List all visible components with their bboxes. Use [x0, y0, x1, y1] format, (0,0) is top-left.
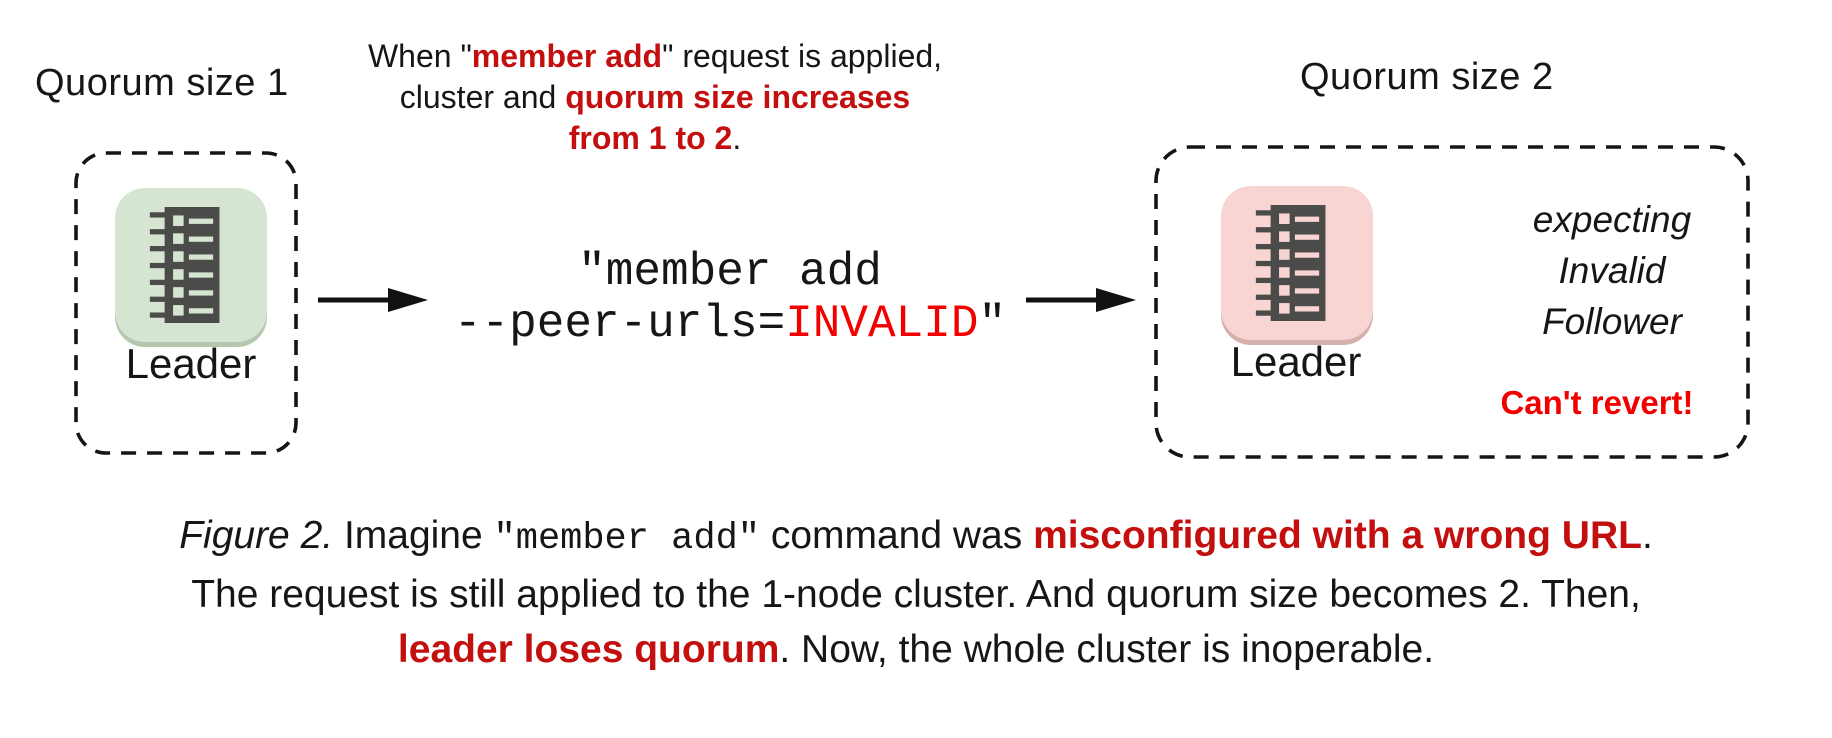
member-add-annotation: When "member add" request is applied, cl…: [330, 36, 980, 159]
command-quote: ": [978, 298, 1007, 350]
annotation-highlight: quorum size increases: [565, 79, 911, 115]
caption-code: "member add": [493, 518, 760, 560]
expecting-line: Invalid: [1558, 250, 1666, 291]
annotation-text: " request is applied,: [662, 38, 943, 74]
command-line-1: "member add: [578, 246, 882, 298]
leader-node-right: [1221, 186, 1373, 340]
caption-line-1: Figure 2. Imagine "member add" command w…: [0, 508, 1832, 567]
caption-text: . Now, the whole cluster is inoperable.: [779, 628, 1435, 671]
caption-text: Imagine: [333, 514, 494, 557]
dashed-border: [74, 151, 298, 455]
expecting-follower-text: expecting Invalid Follower: [1462, 194, 1762, 347]
log-list-icon: [149, 207, 220, 323]
dashed-border: [1154, 145, 1750, 459]
annotation-highlight: member add: [471, 38, 663, 74]
invalid-url-highlight: INVALID: [785, 298, 979, 350]
leader-node-left: [115, 188, 267, 342]
caption-highlight: leader loses quorum: [397, 628, 780, 671]
figure-label: Figure 2.: [179, 514, 334, 557]
annotation-text: .: [732, 120, 742, 156]
member-add-command: "member add --peer-urls=INVALID": [430, 246, 1030, 350]
caption-line-2: The request is still applied to the 1-no…: [191, 573, 1641, 616]
annotation-highlight: from 1 to 2: [568, 120, 733, 156]
right-cluster-title: Quorum size 2: [1300, 56, 1554, 98]
figure-caption: Figure 2. Imagine "member add" command w…: [0, 508, 1832, 677]
annotation-text: cluster and: [399, 79, 566, 115]
caption-text: command was: [759, 514, 1034, 557]
cant-revert-warning: Can't revert!: [1500, 384, 1694, 421]
expecting-line: expecting: [1532, 199, 1692, 240]
leader-label-left: Leader: [125, 340, 257, 387]
left-cluster-box: [73, 150, 299, 461]
caption-highlight: misconfigured with a wrong URL: [1033, 514, 1642, 557]
arrow-right-icon: [1024, 286, 1136, 319]
annotation-text: When ": [367, 38, 472, 74]
right-cluster-box: [1153, 144, 1751, 465]
leader-label-right: Leader: [1230, 338, 1362, 385]
command-line-2: --peer-urls=: [453, 298, 786, 350]
expecting-line: Follower: [1542, 301, 1682, 342]
caption-line-3: leader loses quorum. Now, the whole clus…: [0, 622, 1832, 677]
left-cluster-title: Quorum size 1: [35, 62, 289, 104]
log-list-icon: [1255, 205, 1326, 321]
caption-text: .: [1641, 514, 1653, 557]
arrow-right-icon: [316, 286, 428, 319]
